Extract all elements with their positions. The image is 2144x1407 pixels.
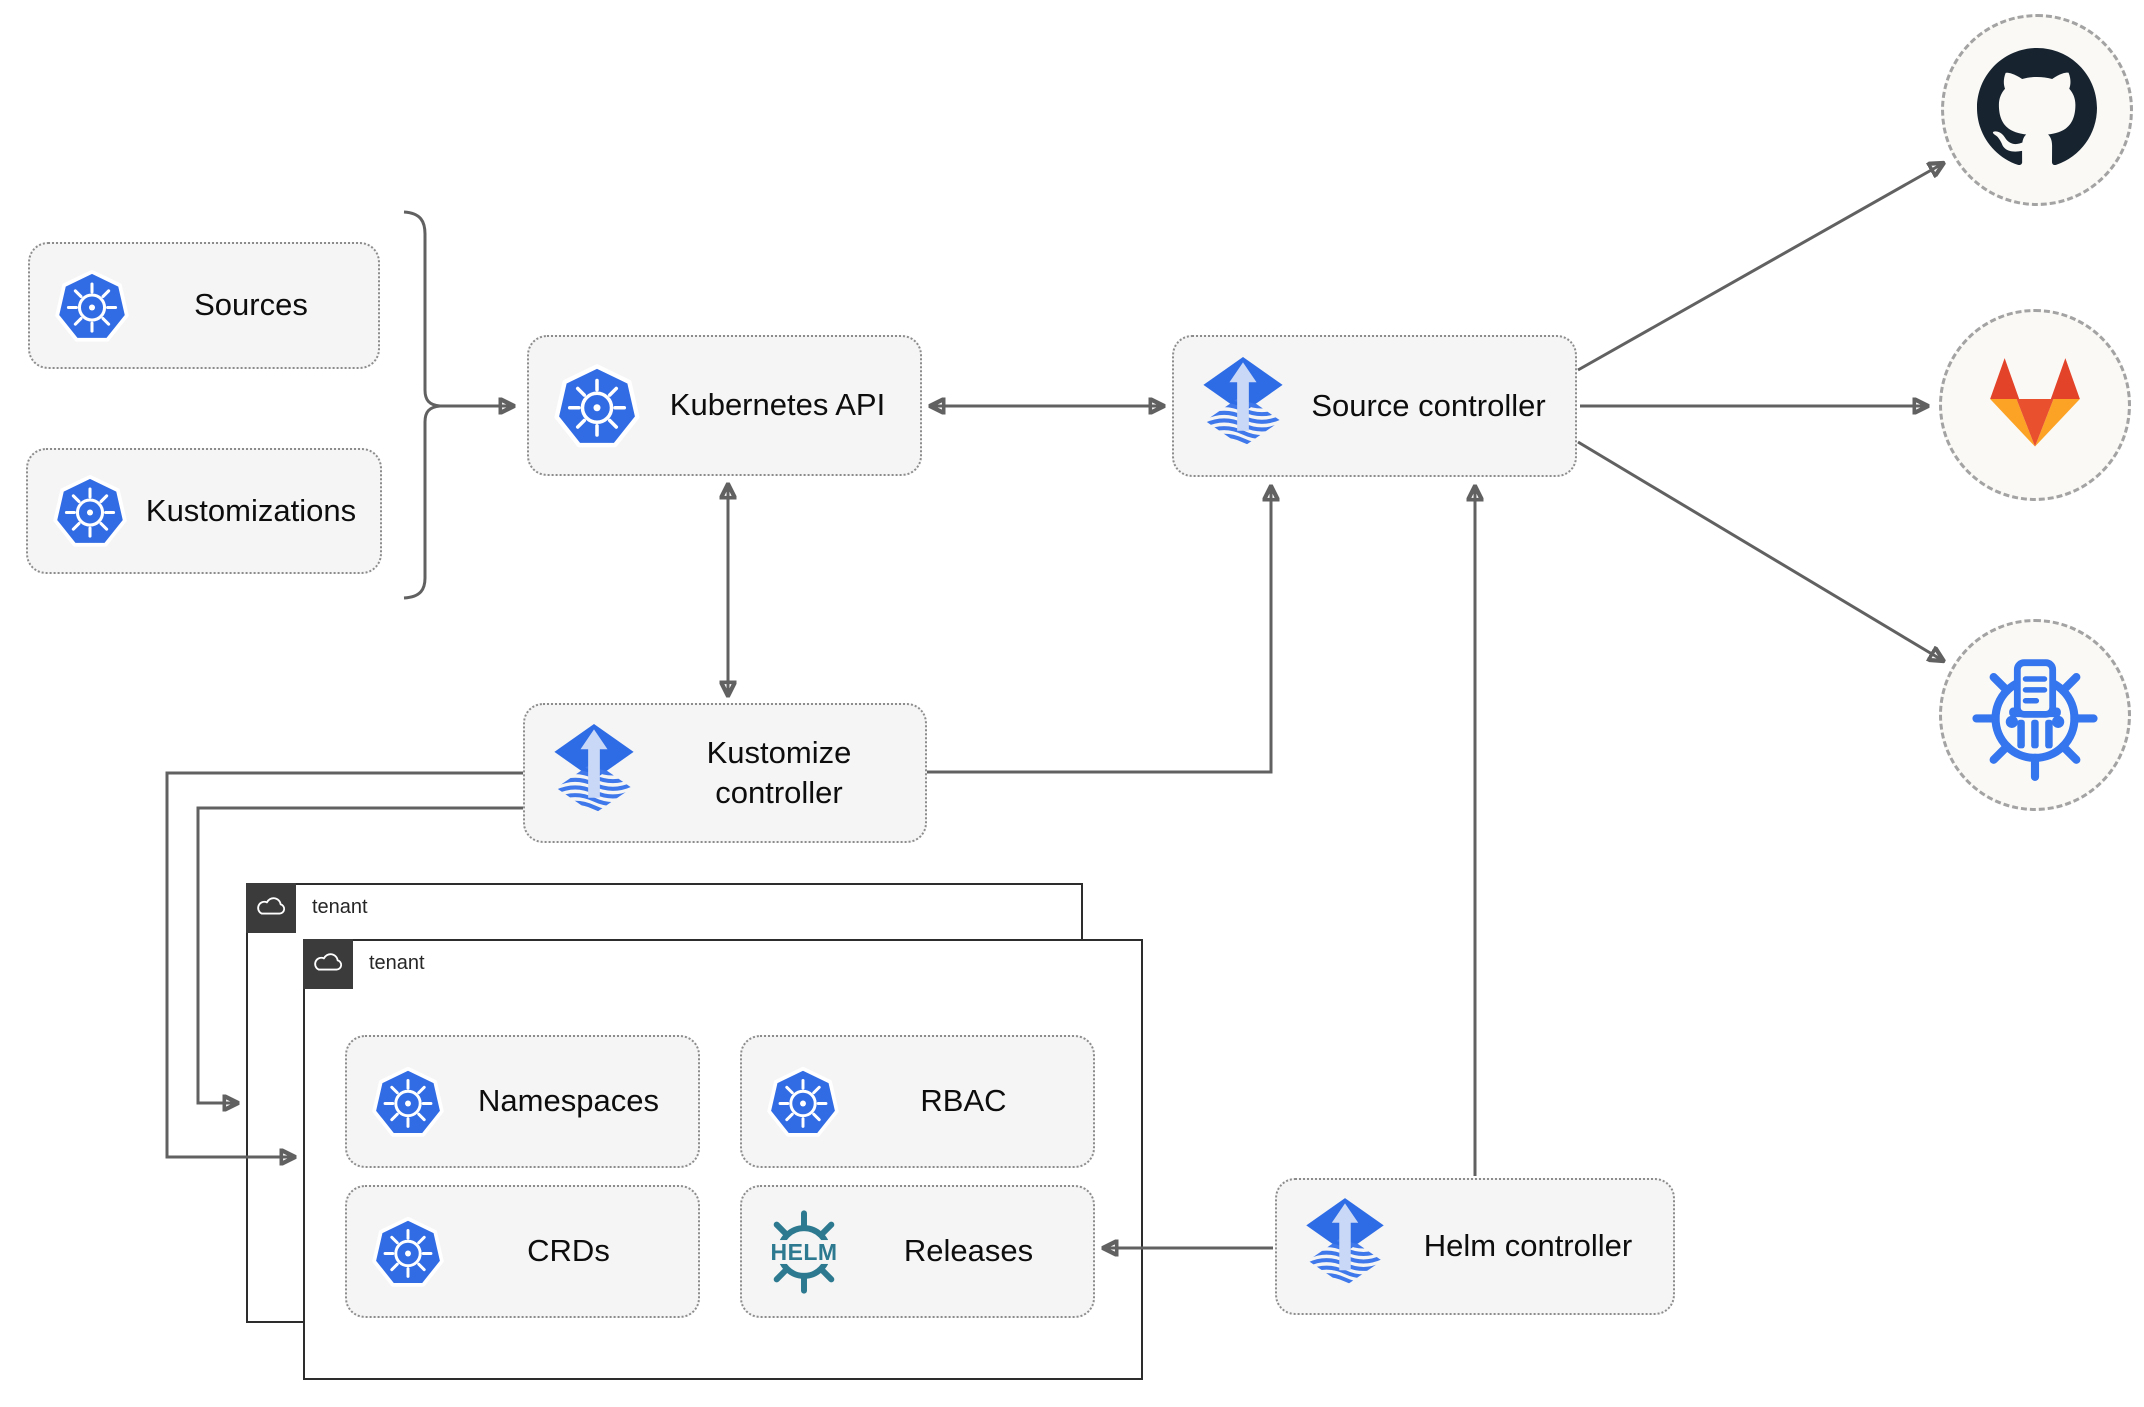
helm-repository-icon (1967, 645, 2103, 786)
sources-label: Sources (194, 287, 308, 323)
releases-box: HELM Releases (740, 1185, 1095, 1318)
helm-controller-label: Helm controller (1423, 1228, 1633, 1264)
kubernetes-api-label: Kubernetes API (669, 387, 886, 423)
kubernetes-icon (371, 1215, 445, 1289)
namespaces-label: Namespaces (478, 1083, 659, 1119)
namespaces-box: Namespaces (345, 1035, 700, 1168)
kubernetes-icon (766, 1065, 840, 1139)
kustomizations-label: Kustomizations (145, 492, 357, 528)
kustomize-controller-box: Kustomize controller (523, 703, 927, 843)
kubernetes-icon (52, 473, 128, 549)
tenant-outer-label: tenant (312, 896, 368, 918)
github-icon (1977, 48, 2097, 173)
rbac-label: RBAC (920, 1083, 1007, 1119)
kustomizations-box: Kustomizations (26, 448, 382, 574)
flux-icon (549, 724, 639, 823)
gitlab-endpoint (1939, 309, 2131, 501)
gitlab-icon (1969, 342, 2101, 469)
rbac-box: RBAC (740, 1035, 1095, 1168)
tenant-inner-tab (303, 939, 353, 989)
kubernetes-icon (54, 268, 130, 344)
sources-box: Sources (28, 242, 380, 369)
helm-icon: HELM (758, 1206, 850, 1298)
helm-wordmark: HELM (771, 1238, 838, 1264)
kustomize-controller-label: Kustomize controller (706, 734, 852, 810)
crds-box: CRDs (345, 1185, 700, 1318)
kubernetes-icon (371, 1065, 445, 1139)
kubernetes-api-box: Kubernetes API (527, 335, 922, 476)
github-endpoint (1941, 14, 2133, 206)
helm-repository-endpoint (1939, 619, 2131, 811)
tenant-outer-tab (246, 883, 296, 933)
edge-source-github (1577, 164, 1942, 372)
group-brace (403, 210, 441, 600)
cloud-icon (310, 949, 346, 980)
cloud-icon (253, 893, 289, 924)
edge-kustomize-source (927, 488, 1271, 774)
flux-icon (1198, 357, 1288, 456)
tenant-inner-label: tenant (369, 952, 425, 974)
releases-label: Releases (903, 1233, 1034, 1269)
source-controller-box: Source controller (1172, 335, 1577, 477)
kubernetes-icon (553, 362, 641, 450)
crds-label: CRDs (527, 1233, 610, 1269)
source-controller-label: Source controller (1311, 387, 1546, 423)
flux-icon (1301, 1198, 1389, 1295)
helm-controller-box: Helm controller (1275, 1178, 1675, 1315)
edge-source-helmrepo (1577, 440, 1942, 660)
